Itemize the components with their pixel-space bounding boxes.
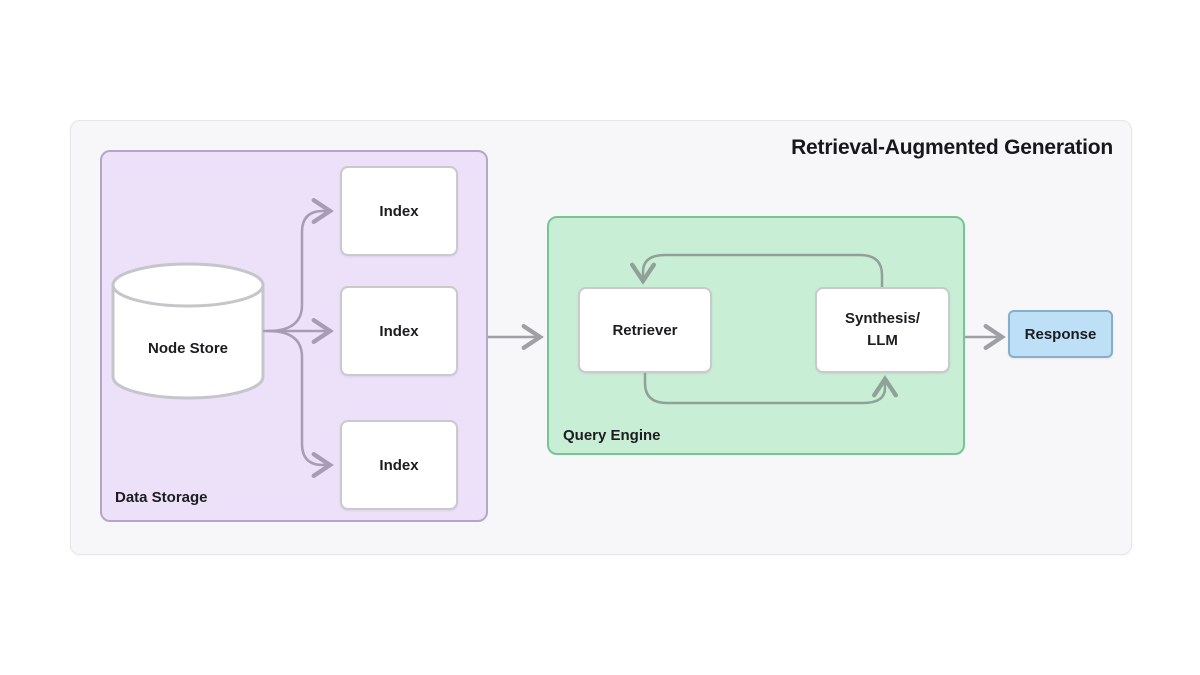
node-index-1: Index: [340, 166, 458, 256]
node-node-store-label: Node Store: [147, 340, 228, 357]
node-retriever-label: Retriever: [612, 321, 678, 339]
node-synthesis-llm-label-line2: LLM: [867, 332, 898, 349]
node-index-3-label: Index: [379, 456, 419, 474]
group-query-engine-label: Query Engine: [563, 427, 661, 444]
node-retriever: Retriever: [578, 287, 712, 373]
node-index-2-label: Index: [379, 322, 419, 340]
node-response: Response: [1008, 310, 1113, 358]
diagram-title: Retrieval-Augmented Generation: [791, 136, 1113, 159]
node-response-label: Response: [1024, 325, 1097, 343]
node-index-2: Index: [340, 286, 458, 376]
node-index-3: Index: [340, 420, 458, 510]
group-data-storage-label: Data Storage: [115, 489, 208, 506]
node-synthesis-llm: Synthesis/ LLM: [815, 287, 950, 373]
node-synthesis-llm-label-line1: Synthesis/: [844, 310, 921, 328]
node-index-1-label: Index: [379, 202, 419, 220]
